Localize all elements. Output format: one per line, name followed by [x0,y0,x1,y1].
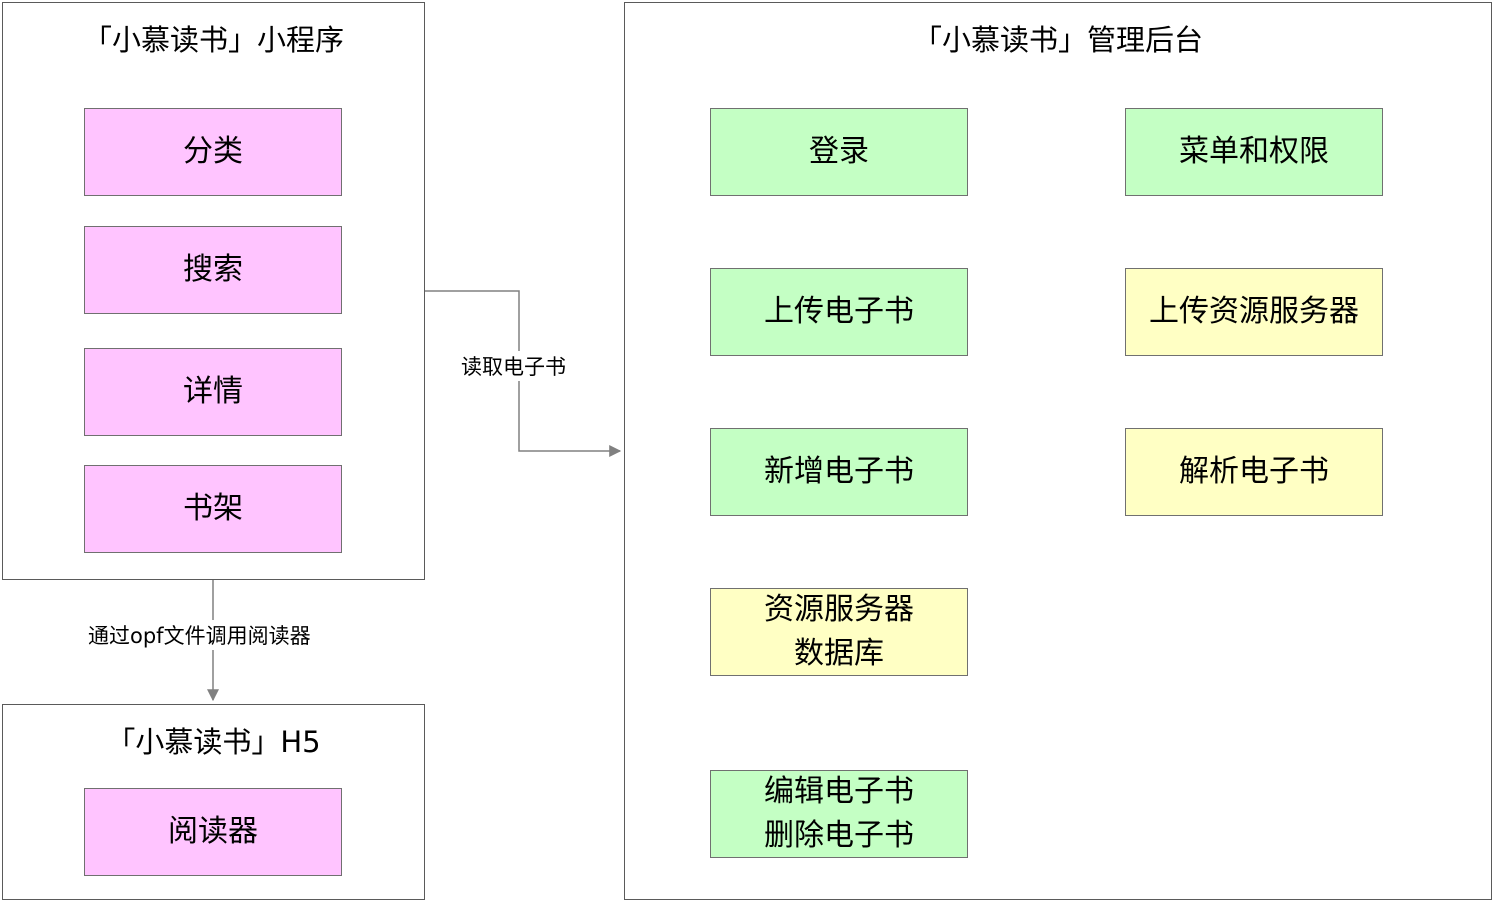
bookshelf-node: 书架 [84,465,342,553]
edit-ebook-label: 编辑电子书 [764,774,914,809]
resource-server-label: 资源服务器 [764,592,914,627]
mini-program-title: 「小慕读书」小程序 [82,23,344,57]
h5-title: 「小慕读书」H5 [106,725,321,759]
admin-title: 「小慕读书」管理后台 [912,23,1203,57]
call-reader-label: 通过opf文件调用阅读器 [86,620,313,650]
add-ebook-node: 新增电子书 [710,428,968,516]
upload-ebook-node: 上传电子书 [710,268,968,356]
category-node: 分类 [84,108,342,196]
detail-node: 详情 [84,348,342,436]
resource-db-node: 资源服务器 数据库 [710,588,968,676]
read-ebook-label: 读取电子书 [459,351,568,381]
search-node: 搜索 [84,226,342,314]
menu-permissions-node: 菜单和权限 [1125,108,1383,196]
parse-ebook-node: 解析电子书 [1125,428,1383,516]
delete-ebook-label: 删除电子书 [764,818,914,853]
database-label: 数据库 [794,636,884,671]
reader-node: 阅读器 [84,788,342,876]
edit-delete-node: 编辑电子书 删除电子书 [710,770,968,858]
upload-resource-server-node: 上传资源服务器 [1125,268,1383,356]
login-node: 登录 [710,108,968,196]
